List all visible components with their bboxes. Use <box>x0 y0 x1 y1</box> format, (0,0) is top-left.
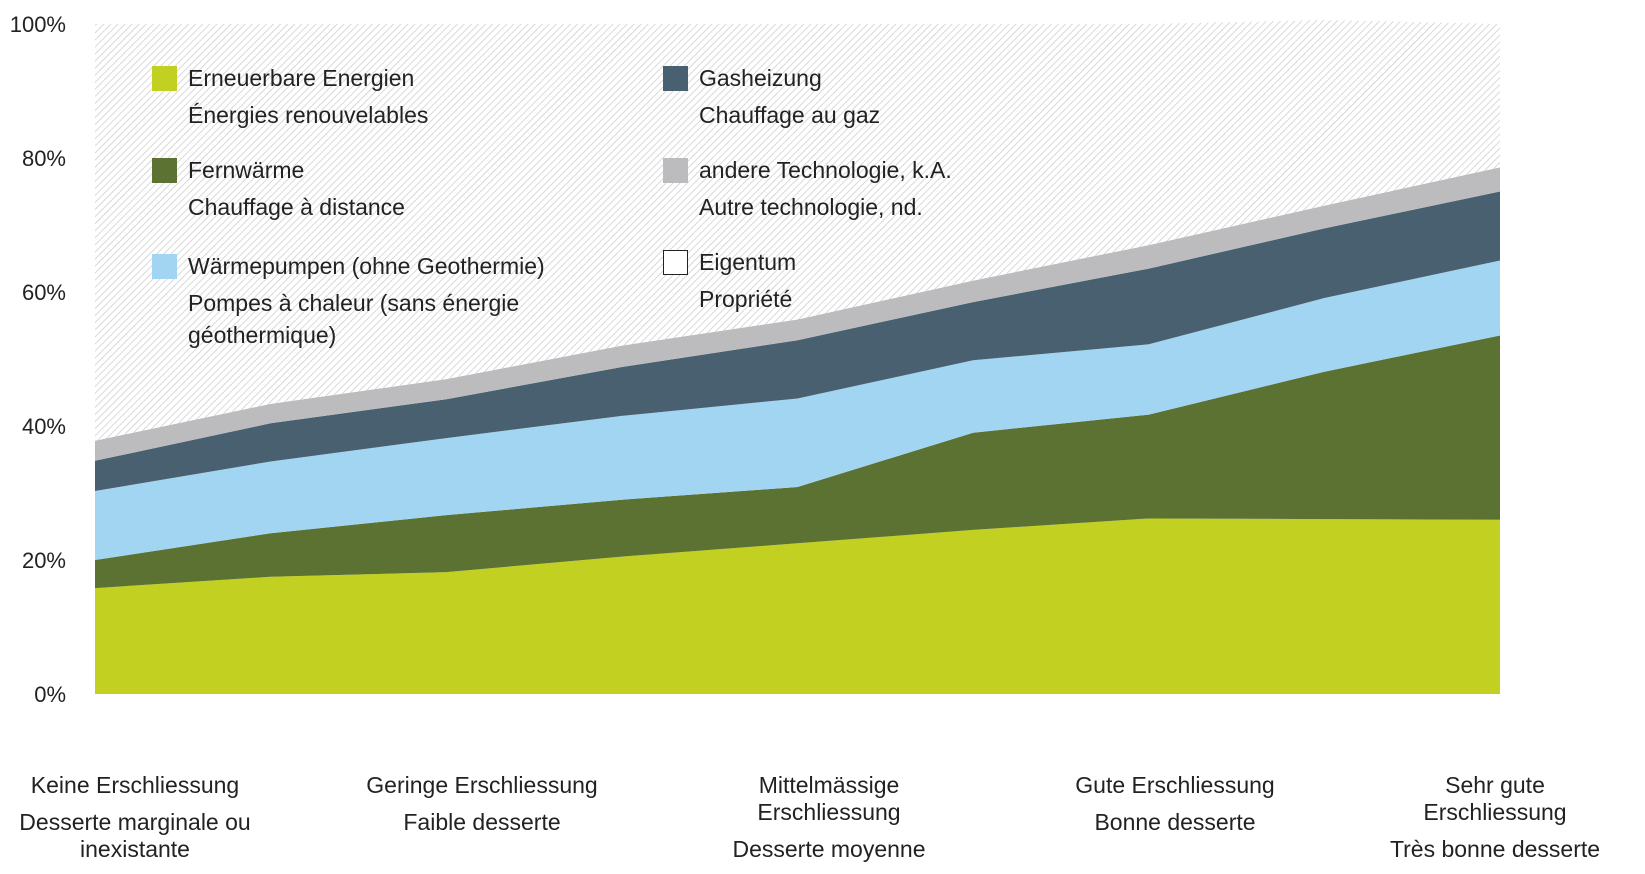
legend-swatch-heat-pumps <box>152 254 177 279</box>
x-category-2: Geringe Erschliessung Faible desserte <box>332 772 632 836</box>
legend-swatch-district-heating <box>152 158 177 183</box>
area-layer <box>95 20 1500 694</box>
area-series-5 <box>95 20 1500 441</box>
x-category-4: Gute Erschliessung Bonne desserte <box>1025 772 1325 836</box>
legend-label-de: Fernwärme <box>188 157 305 183</box>
legend-label-de: andere Technologie, k.A. <box>699 157 952 183</box>
category-label-fr: Desserte moyenne <box>732 836 926 862</box>
legend-swatch-gas <box>663 66 688 91</box>
y-axis: 0% 20% 40% 60% 80% 100% <box>10 12 66 707</box>
area-series-2 <box>95 260 1500 560</box>
category-label-de: Geringe Erschliessung <box>366 772 598 798</box>
y-tick-label: 80% <box>22 146 66 171</box>
area-series-4 <box>95 167 1500 461</box>
legend-label-de: Gasheizung <box>699 65 822 91</box>
y-tick-label: 100% <box>10 12 66 37</box>
category-label-de: Mittelmässige Erschliessung <box>757 772 901 825</box>
y-tick-label: 20% <box>22 548 66 573</box>
y-tick-label: 40% <box>22 414 66 439</box>
y-tick-label: 0% <box>34 682 66 707</box>
legend-swatch-ownership <box>663 250 688 275</box>
legend-item-renewables: Erneuerbare Energien Énergies renouvelab… <box>152 60 428 134</box>
area-series-1 <box>95 335 1500 589</box>
category-label-de: Keine Erschliessung <box>30 772 240 798</box>
legend-item-gas: Gasheizung Chauffage au gaz <box>663 60 880 134</box>
legend-item-heat-pumps: Wärmepumpen (ohne Geothermie) Pompes à c… <box>152 248 608 351</box>
legend-swatch-other <box>663 158 688 183</box>
area-series-0 <box>95 518 1500 694</box>
legend-label-de: Wärmepumpen (ohne Geothermie) <box>188 253 545 279</box>
legend-label-fr: Chauffage au gaz <box>699 102 881 128</box>
legend-label-fr: Énergies renouvelables <box>188 102 429 128</box>
legend-label-fr: Autre technologie, nd. <box>699 194 923 220</box>
category-label-de: Gute Erschliessung <box>1075 772 1275 798</box>
legend-label-fr: Chauffage à distance <box>188 194 405 220</box>
category-label-fr: Bonne desserte <box>1094 809 1256 835</box>
legend-label-fr: Propriété <box>699 286 793 312</box>
legend-item-ownership: Eigentum Propriété <box>663 244 796 318</box>
legend-label-de: Eigentum <box>699 249 797 275</box>
x-category-3: Mittelmässige Erschliessung Desserte moy… <box>679 772 979 863</box>
legend-label-de: Erneuerbare Energien <box>188 65 415 91</box>
legend-item-other: andere Technologie, k.A. Autre technolog… <box>663 152 952 226</box>
category-label-fr: Faible desserte <box>403 809 561 835</box>
x-category-1: Keine Erschliessung Desserte marginale o… <box>0 772 285 863</box>
legend-item-district-heating: Fernwärme Chauffage à distance <box>152 152 405 226</box>
legend-swatch-renewables <box>152 66 177 91</box>
y-tick-label: 60% <box>22 280 66 305</box>
x-category-5: Sehr gute Erschliessung Très bonne desse… <box>1345 772 1645 863</box>
category-label-fr: Desserte marginale ou inexistante <box>19 809 251 862</box>
category-label-fr: Très bonne desserte <box>1389 836 1601 862</box>
area-series-3 <box>95 191 1500 491</box>
category-label-de: Sehr gute Erschliessung <box>1423 772 1567 825</box>
legend-label-fr: Pompes à chaleur (sans énergie géothermi… <box>188 290 520 348</box>
